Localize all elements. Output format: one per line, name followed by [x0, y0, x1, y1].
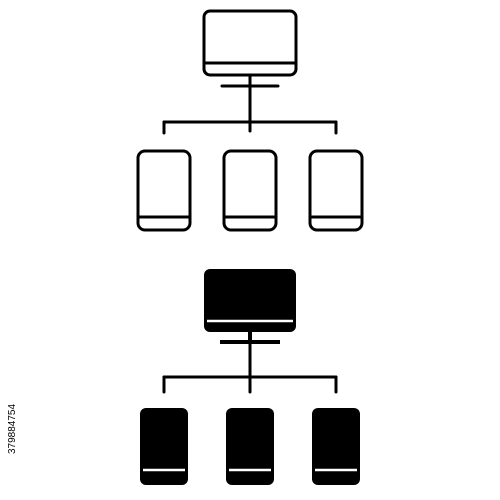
phone-icon: [136, 149, 192, 232]
connector-lines: [162, 84, 338, 135]
monitor-stand: [220, 340, 280, 344]
phone-icon: [312, 408, 360, 485]
phone-icon: [308, 149, 364, 232]
monitor-screen: [202, 9, 298, 77]
monitor-icon: [202, 9, 298, 88]
monitor-icon: [204, 269, 296, 344]
network-hierarchy-outline-icon: [136, 9, 364, 232]
connector-lines: [162, 342, 338, 394]
phone-icon: [226, 408, 274, 485]
stock-image-id: 379884754: [7, 403, 18, 455]
monitor-neck: [248, 332, 252, 342]
phone-icon: [222, 149, 278, 232]
phone-icon: [140, 408, 188, 485]
network-hierarchy-filled-icon: [140, 269, 360, 485]
monitor-screen: [204, 269, 296, 332]
